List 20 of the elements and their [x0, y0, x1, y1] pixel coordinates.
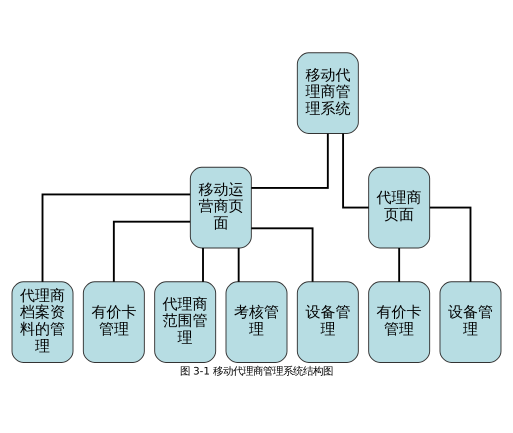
connector: [238, 247, 240, 282]
node-box: 移动代理商管理系统: [296, 52, 359, 134]
node-box: 代理商档案资料的管理: [12, 280, 74, 362]
node-box: 代理商范围管理: [154, 280, 216, 362]
connector: [202, 247, 204, 282]
connector: [42, 193, 190, 282]
node-box: 移动运营商页面: [190, 166, 252, 248]
caption: 图 3-1 移动代理商管理系统结构图: [180, 364, 334, 377]
node-box: 设备管理: [440, 280, 502, 362]
node-box: 有价卡管理: [368, 280, 430, 362]
connector: [252, 133, 329, 188]
node-box: 考核管理: [226, 280, 288, 362]
connector: [342, 132, 368, 208]
connector: [430, 206, 472, 282]
node-box: 有价卡管理: [82, 280, 145, 362]
node-box: 代理商页面: [368, 166, 430, 248]
connector: [398, 247, 400, 282]
node-box: 设备管理: [296, 280, 359, 362]
connector: [112, 220, 190, 282]
connector: [251, 226, 314, 281]
